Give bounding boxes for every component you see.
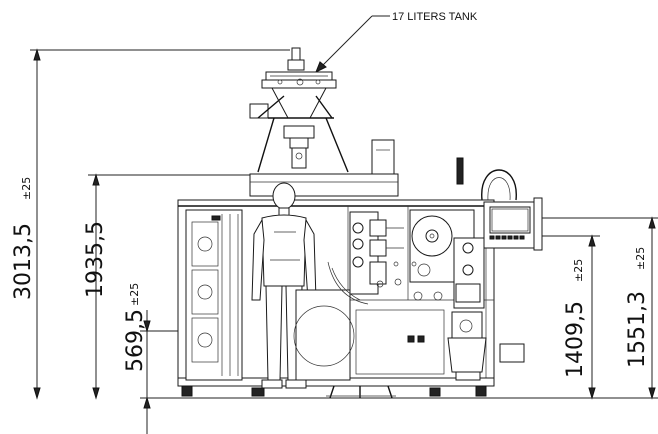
dimension-screen-height: 1551,3 ±25: [540, 216, 658, 400]
tank-callout: 17 LITERS TANK: [315, 11, 478, 74]
panel-height-value: 1409,5: [563, 301, 588, 378]
tank: [261, 47, 337, 119]
upper-frame: [249, 173, 399, 197]
drum: [293, 289, 355, 381]
dimension-frame-height: 1935,5: [83, 173, 250, 400]
side-box: [499, 343, 525, 363]
screen-height-tolerance: ±25: [634, 247, 647, 270]
lower-height-value: 569,5: [123, 309, 148, 372]
left-rack: [185, 209, 243, 381]
overall-height-tolerance: ±25: [20, 177, 33, 200]
screen-cable: [481, 169, 517, 201]
valve-cluster: [327, 211, 404, 305]
lower-center: [355, 261, 445, 375]
overall-height-value: 3013,5: [11, 223, 36, 300]
dimension-lower-height: 569,5 ±25: [123, 283, 180, 434]
lower-height-tolerance: ±25: [128, 283, 141, 306]
stand: [181, 385, 487, 399]
machine-assembly: [177, 47, 543, 399]
tank-support: [249, 95, 349, 173]
dimension-overall-height: 3013,5 ±25: [11, 48, 290, 400]
dimension-panel-height: 1409,5 ±25: [520, 234, 600, 400]
touch-screen: [483, 197, 543, 251]
signal-tower: [456, 157, 464, 185]
right-mechanism: [447, 237, 487, 381]
panel-height-tolerance: ±25: [572, 259, 585, 282]
frame-height-value: 1935,5: [83, 221, 108, 298]
control-box: [371, 139, 395, 175]
screen-height-value: 1551,3: [625, 291, 650, 368]
tank-callout-label: 17 LITERS TANK: [392, 11, 478, 23]
